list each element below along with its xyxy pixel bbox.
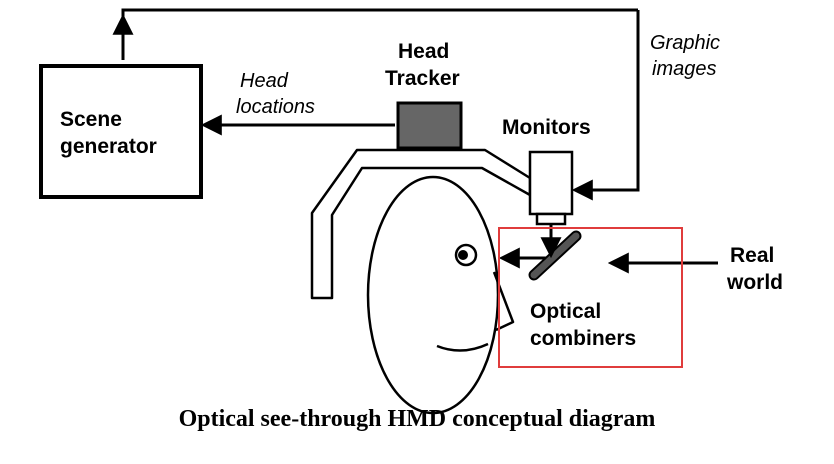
monitor-body (528, 150, 574, 216)
graphic-images-label-2: images (652, 58, 716, 80)
real-world-label-1: Real (730, 244, 774, 267)
scene-generator-label-2: generator (60, 135, 157, 158)
head-tracker-box (396, 101, 463, 150)
scene-generator-label-1: Scene (60, 108, 122, 131)
head-tracker-label-1: Head (398, 40, 449, 63)
real-world-label-2: world (726, 271, 783, 294)
scene-generator-box (39, 64, 203, 199)
eye-icon (454, 243, 478, 267)
monitor-lens (535, 212, 567, 226)
figure-caption: Optical see-through HMD conceptual diagr… (178, 406, 656, 432)
optical-combiners-label-1: Optical (530, 300, 601, 323)
optical-combiners-highlight (498, 227, 683, 368)
head-locations-label-1: Head (240, 70, 289, 92)
monitors-label: Monitors (502, 116, 591, 139)
head-tracker-label-2: Tracker (385, 67, 460, 90)
head-locations-label-2: locations (236, 96, 315, 118)
graphic-images-label-1: Graphic (650, 32, 720, 54)
mouth (436, 342, 489, 352)
head-outline (366, 175, 500, 415)
nose (492, 271, 515, 332)
optical-combiners-label-2: combiners (530, 327, 636, 350)
